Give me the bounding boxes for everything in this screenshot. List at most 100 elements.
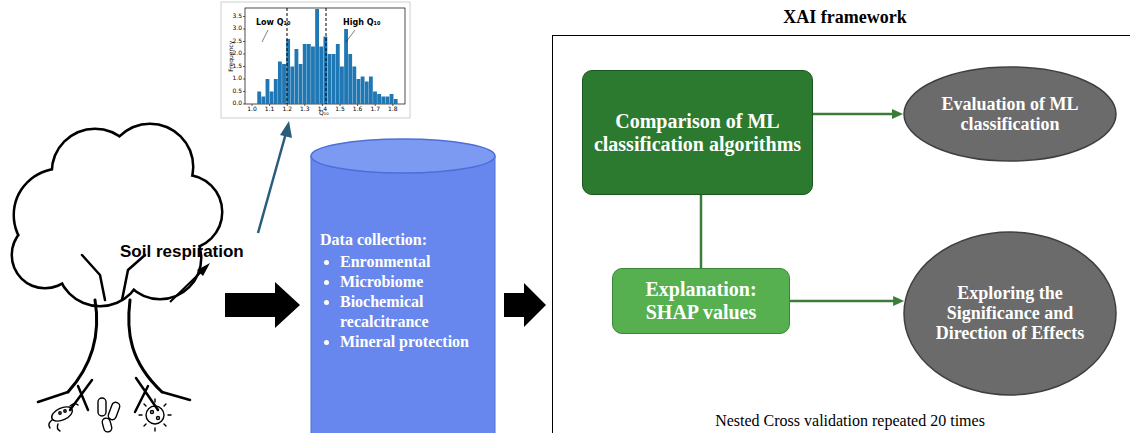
tick <box>243 66 245 67</box>
rect-shape <box>107 401 121 421</box>
box-label: Explanation: SHAP values <box>623 278 779 324</box>
g-shape <box>13 125 221 305</box>
bar <box>303 44 307 104</box>
class-label: Low Q₁₀ <box>256 19 291 28</box>
histogram-frame <box>221 2 410 118</box>
tick <box>243 16 245 17</box>
circle-shape <box>157 417 160 420</box>
panel-caption: Nested Cross validation repeated 20 time… <box>600 411 1100 430</box>
data-cylinder: Data collection:EnronmentalMicrobiomeBio… <box>310 138 496 433</box>
flow-arrow <box>504 283 546 327</box>
bullet-item: Mineral protection <box>340 332 488 352</box>
ellipse-outline <box>904 232 1116 395</box>
bar <box>377 94 381 104</box>
ellipse-label: Evaluation of ML classification <box>935 94 1085 134</box>
leader-line <box>346 30 355 42</box>
path-shape <box>82 255 145 300</box>
connector <box>813 109 903 119</box>
bullet-list: EnronmentalMicrobiomeBiochemical recalci… <box>320 252 488 352</box>
bar <box>385 97 389 105</box>
tick <box>243 41 245 42</box>
path-shape <box>49 404 78 431</box>
bar <box>282 64 286 104</box>
tick-label: 1.7 <box>370 106 380 113</box>
rect-shape <box>98 398 106 416</box>
process-box: Explanation: SHAP values <box>612 268 790 334</box>
heading: Data collection: <box>320 230 488 250</box>
bullet-item: Microbiome <box>340 272 488 292</box>
tick-label: 1.5 <box>232 63 242 70</box>
arrow-head <box>197 263 210 276</box>
tick-label: 0.5 <box>232 88 242 95</box>
path-shape <box>68 300 162 392</box>
arrow-head <box>893 296 904 306</box>
bar <box>290 67 294 105</box>
tick <box>243 54 245 55</box>
flow-arrow <box>225 282 300 328</box>
tick <box>243 91 245 92</box>
cylinder-top <box>311 139 495 173</box>
bar <box>323 37 327 105</box>
bar <box>369 77 373 105</box>
rect-shape <box>101 417 112 433</box>
bar <box>381 97 385 105</box>
bar <box>295 49 299 104</box>
cylinder-body <box>311 156 495 433</box>
tick-label: 1.8 <box>388 106 398 113</box>
connector-line <box>813 113 894 116</box>
bar <box>311 47 315 105</box>
path-shape <box>139 399 171 431</box>
circle-shape <box>151 411 154 414</box>
box-label: Comparison of ML classification algorith… <box>593 110 802 156</box>
tick-label: 1.2 <box>282 106 292 113</box>
connector <box>701 195 702 268</box>
ellipse-outline <box>904 67 1116 161</box>
bar <box>315 9 319 104</box>
tick-label: 1.0 <box>247 106 257 113</box>
path-shape <box>38 378 190 412</box>
class-label: High Q₁₀ <box>343 19 380 28</box>
circle-shape <box>146 406 164 424</box>
threshold-line <box>326 8 327 104</box>
tick-label: 1.1 <box>265 106 275 113</box>
bar <box>261 97 265 105</box>
leader-line <box>262 30 268 42</box>
g-shape <box>49 398 171 433</box>
bar <box>274 79 278 104</box>
tick <box>243 104 245 105</box>
panel-title: XAI framework <box>645 6 1045 28</box>
bar <box>299 64 303 104</box>
bar <box>357 79 361 104</box>
axis-ticks <box>243 17 393 107</box>
connector <box>790 296 904 306</box>
annotation: Soil respiration <box>120 243 244 262</box>
tick-label: 1.0 <box>232 75 242 82</box>
bar <box>307 44 311 104</box>
bar <box>319 47 323 105</box>
bar <box>257 92 261 105</box>
circle-shape <box>13 223 77 287</box>
tick-label: 3.0 <box>232 25 242 32</box>
bar <box>336 44 340 104</box>
result-ellipse: Evaluation of ML classification <box>903 66 1117 162</box>
result-ellipse: Exploring the Significance and Direction… <box>903 231 1117 396</box>
bar <box>270 92 274 105</box>
tree-illustration <box>13 125 221 433</box>
bar <box>352 67 356 105</box>
tick-label: 1.3 <box>300 106 310 113</box>
bar <box>390 94 394 104</box>
bar <box>373 92 377 105</box>
process-box: Comparison of ML classification algorith… <box>582 70 813 195</box>
inset-arrow <box>258 133 286 233</box>
bullet-item: Biochemical recalcitrance <box>340 292 488 332</box>
plot-area <box>245 8 405 104</box>
g-shape <box>13 125 221 305</box>
circle-shape <box>13 223 77 287</box>
tick-label: 1.5 <box>335 106 345 113</box>
tick-label: 3.5 <box>232 13 242 20</box>
bullet-item: Enronmental <box>340 252 488 272</box>
connector-line <box>700 195 703 268</box>
tick-label: 1.6 <box>353 106 363 113</box>
bar <box>332 54 336 104</box>
respiration-arrow <box>170 270 203 302</box>
